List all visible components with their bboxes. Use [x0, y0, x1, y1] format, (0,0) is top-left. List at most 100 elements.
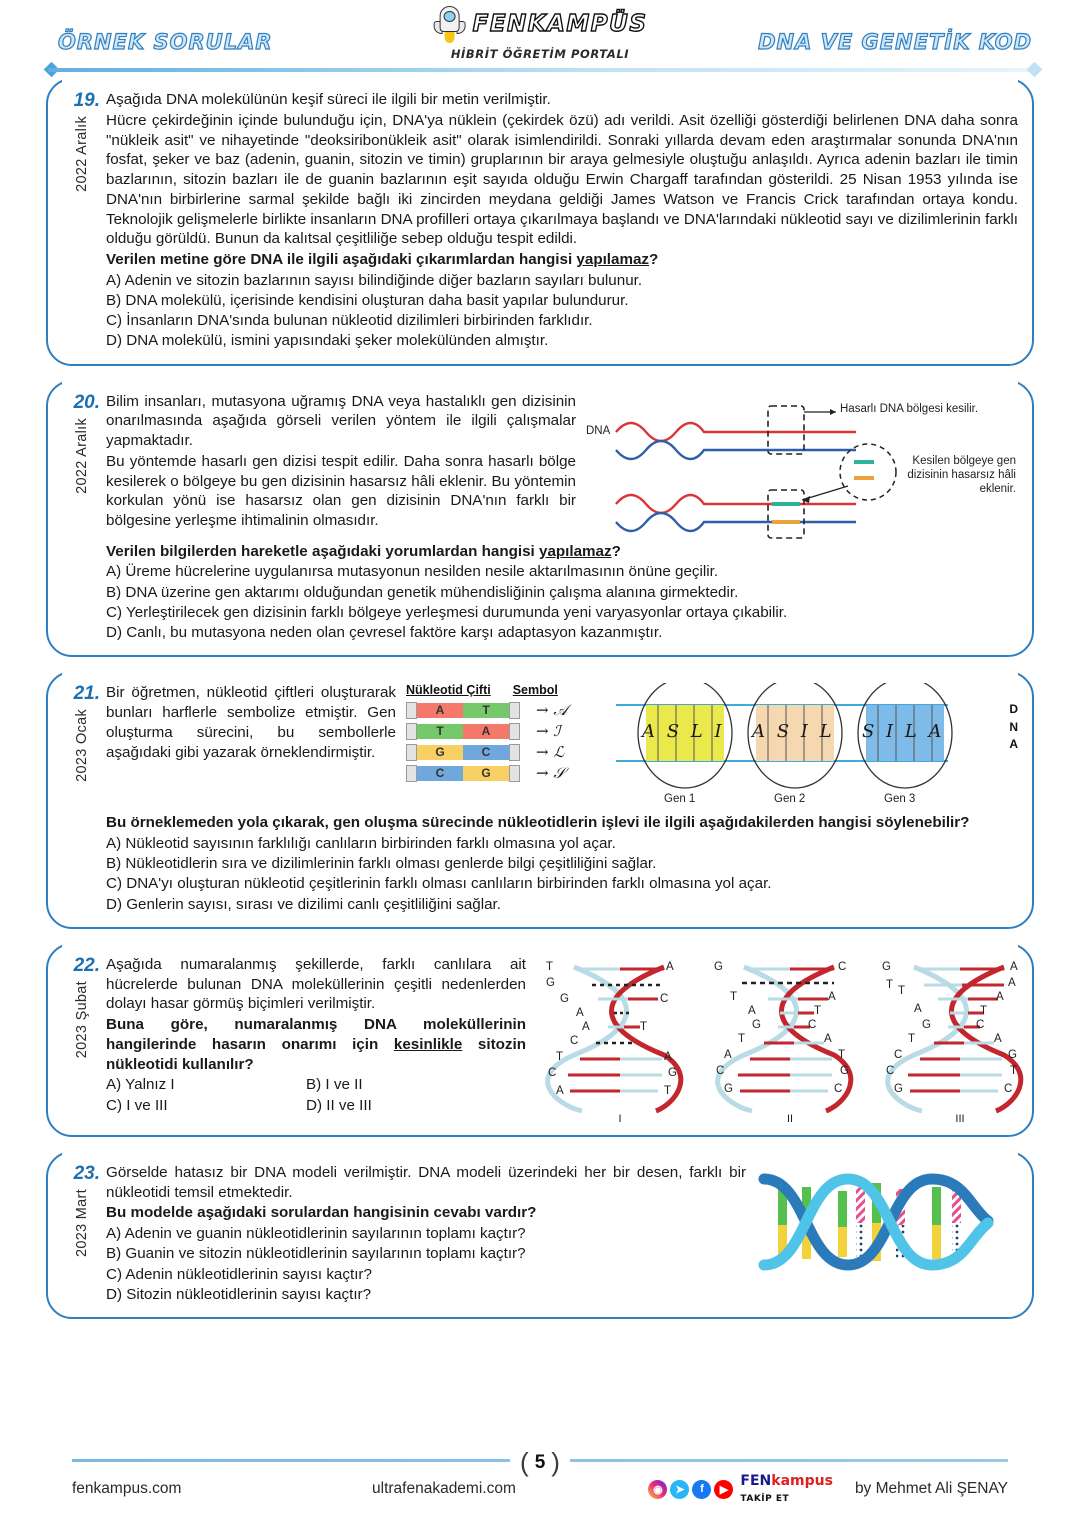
option-d[interactable]: D) Sitozin nükleotidlerinin sayısı kaçtı…	[106, 1285, 372, 1303]
base-label: T	[556, 1050, 564, 1063]
helix-svg-1	[545, 964, 684, 1114]
base-label: G	[668, 1066, 677, 1079]
base-label: G	[752, 1018, 761, 1031]
question-stem: Bu modelde aşağıdaki sorulardan hangisin…	[106, 1204, 537, 1222]
base-label: C	[548, 1066, 557, 1079]
header-left-title: ÖRNEK SORULAR	[57, 29, 273, 54]
footer-author: by Mehmet Ali ŞENAY	[854, 1480, 1008, 1497]
question-gutter: 20. 2022 Aralık	[62, 392, 106, 494]
question-passage: Hücre çekirdeğinin içinde bulunduğu için…	[106, 111, 1018, 248]
question-date: 2023 Şubat	[74, 980, 90, 1059]
option-c[interactable]: C) Adenin nükleotidlerinin sayısı kaçtır…	[106, 1265, 372, 1283]
gene-2-caption: Gen 2	[774, 793, 806, 806]
base-label: C	[1004, 1082, 1013, 1095]
base-label: A	[748, 1004, 756, 1017]
base-label: C	[838, 960, 847, 973]
nucleotide-base-right: A	[463, 723, 509, 739]
option-c[interactable]: C) İnsanların DNA'sında bulunan nükleoti…	[106, 312, 593, 330]
base-label: G	[714, 960, 723, 973]
helix-figure-1: T G G A A C T C A A C T	[536, 955, 704, 1125]
social-links[interactable]: ◉ ➤ f ▶ FENkampus TAKİP ET	[648, 1473, 833, 1505]
option-b[interactable]: B) I ve II	[306, 1076, 363, 1094]
dna-model-figure	[756, 1163, 1018, 1281]
base-label: T	[838, 1048, 846, 1061]
base-label: C	[660, 992, 669, 1005]
nucleotide-cap-left	[406, 701, 417, 719]
helix-number: II	[786, 1112, 794, 1125]
footer-site-mid[interactable]: ultrafenakademi.com	[372, 1480, 516, 1497]
option-a[interactable]: A) Adenin ve guanin nükleotidlerinin say…	[106, 1225, 526, 1243]
brand-follow-sub: TAKİP ET	[740, 1494, 790, 1504]
telegram-icon[interactable]: ➤	[670, 1479, 690, 1499]
rocket-icon	[433, 4, 467, 44]
base-label: C	[808, 1018, 817, 1031]
helix-svg-2	[715, 964, 854, 1114]
option-b[interactable]: B) DNA üzerine gen aktarımı olduğundan g…	[106, 583, 739, 601]
option-d[interactable]: D) II ve III	[306, 1096, 372, 1114]
nucleotide-base-left: T	[417, 723, 463, 739]
question-number: 20.	[73, 391, 100, 413]
option-d[interactable]: D) Canlı, bu mutasyona neden olan çevres…	[106, 624, 663, 642]
nucleotide-cap-left	[406, 764, 417, 782]
base-label: A	[582, 1020, 590, 1033]
option-a[interactable]: A) Adenin ve sitozin bazlarının sayısı b…	[106, 271, 643, 289]
brand-subtitle: HİBRİT ÖĞRETİM PORTALI	[450, 47, 630, 61]
question-paragraph-2: Bu yöntemde hasarlı gen dizisi tespit ed…	[106, 452, 576, 530]
base-label: T	[738, 1032, 746, 1045]
gene-3-symbols: S I L A	[862, 721, 945, 743]
brand-follow-badge: FENkampus TAKİP ET	[740, 1473, 833, 1505]
page-footer: fenkampus.com ultrafenakademi.com ◉ ➤ f …	[0, 1447, 1080, 1513]
gene-1-symbols: A S L I	[642, 721, 725, 743]
question-date: 2022 Aralık	[74, 417, 90, 494]
base-label: G	[894, 1082, 903, 1095]
page-header: ÖRNEK SORULAR FENKAMPÜS HİBRİT ÖĞRETİM P…	[0, 0, 1080, 78]
question-number: 23.	[73, 1162, 100, 1184]
facebook-icon[interactable]: f	[692, 1479, 712, 1499]
base-label: A	[1010, 960, 1018, 973]
stem-emphasis: yapılamaz	[539, 542, 612, 560]
base-label: A	[1008, 976, 1016, 989]
question-paragraph-1: Bir öğretmen, nükleotid çiftleri oluştur…	[106, 684, 396, 761]
brand-logo: FENKAMPÜS HİBRİT ÖĞRETİM PORTALI	[433, 4, 648, 61]
base-label: T	[640, 1020, 648, 1033]
question-gutter: 19. 2022 Aralık	[62, 90, 106, 192]
question-number: 19.	[73, 90, 100, 111]
base-label: A	[556, 1084, 564, 1097]
option-b[interactable]: B) Guanin ve sitozin nükleotidlerinin sa…	[106, 1245, 526, 1263]
dna-model-svg	[758, 1173, 994, 1271]
stem-tail: ?	[649, 251, 659, 268]
nucleotide-cap-right	[509, 743, 520, 761]
option-b[interactable]: B) Nükleotidlerin sıra ve dizilimlerinin…	[106, 855, 657, 873]
footer-site-left[interactable]: fenkampus.com	[72, 1480, 182, 1497]
base-label: A	[824, 1032, 832, 1045]
gene-diagram-svg	[616, 677, 953, 789]
question-date: 2022 Aralık	[74, 116, 90, 192]
base-label: A	[914, 1002, 922, 1015]
stem-emphasis: yapılamaz	[576, 251, 650, 268]
nucleotide-base-right: C	[463, 744, 509, 760]
youtube-icon[interactable]: ▶	[714, 1479, 734, 1499]
base-label: T	[814, 1004, 822, 1017]
question-number: 21.	[73, 683, 100, 705]
option-b[interactable]: B) DNA molekülü, içerisinde kendisini ol…	[106, 291, 629, 309]
nucleotide-symbol: → ℐ	[536, 722, 561, 741]
option-d[interactable]: D) Genlerin sayısı, sırası ve dizilimi c…	[106, 895, 502, 913]
instagram-icon[interactable]: ◉	[648, 1479, 668, 1499]
header-right-title: DNA VE GENETİK KOD	[757, 29, 1032, 54]
base-label: C	[716, 1064, 725, 1077]
figure-note-bottom: Kesilen bölgeye gen dizisinin hasarsız h…	[907, 454, 1016, 496]
option-a[interactable]: A) Nükleotid sayısının farklılığı canlıl…	[106, 835, 616, 852]
option-d[interactable]: D) DNA molekülü, ismini yapısındaki şeke…	[106, 332, 549, 350]
helix-number: I	[618, 1112, 622, 1125]
base-label: C	[570, 1034, 579, 1047]
brand-kampus-text: kampus	[771, 1473, 833, 1489]
option-c[interactable]: C) Yerleştirilecek gen dizisinin farklı …	[106, 603, 788, 621]
option-a[interactable]: A) Yalnız I	[106, 1076, 175, 1094]
nucleotide-base-right: G	[463, 765, 509, 781]
option-a[interactable]: A) Üreme hücrelerine uygulanırsa mutasyo…	[106, 563, 719, 581]
option-c[interactable]: C) DNA'yı oluşturan nükleotid çeşitlerin…	[106, 875, 772, 893]
option-c[interactable]: C) I ve III	[106, 1096, 168, 1114]
